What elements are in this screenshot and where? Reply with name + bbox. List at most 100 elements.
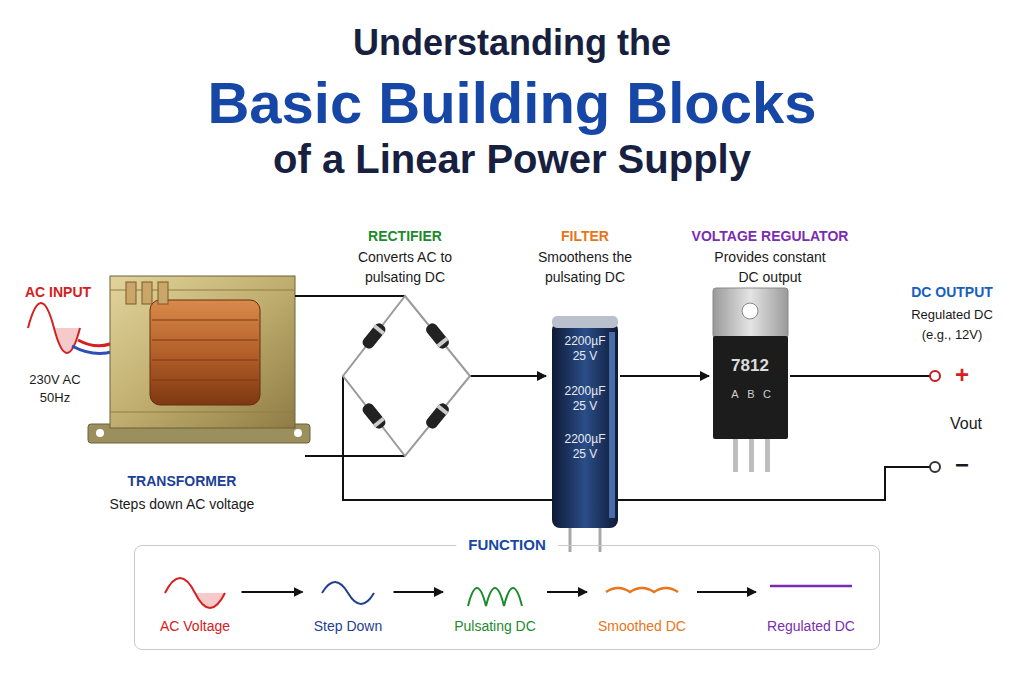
terminal — [142, 282, 152, 304]
diode-symbol — [361, 321, 388, 350]
title-line: Understanding the — [62, 22, 962, 64]
capacitor-symbol — [552, 316, 618, 552]
tab-hole — [742, 303, 758, 319]
block-heading: AC INPUT — [8, 283, 108, 301]
ac-wave — [28, 303, 80, 353]
voltage-rating: 25 V — [554, 349, 616, 363]
diode-band — [373, 324, 385, 335]
capacitor-lead — [569, 526, 572, 552]
step-label: AC Voltage — [160, 617, 230, 635]
polarity-sign: + — [950, 362, 974, 388]
step-label: Pulsating DC — [454, 617, 536, 635]
capacitance-value: 2200µF — [554, 384, 616, 398]
terminal — [126, 282, 136, 304]
ac-wave-icon — [165, 578, 225, 608]
block-description: Steps down AC voltage — [87, 495, 277, 513]
voltage-rating: 25 V — [554, 447, 616, 461]
capacitor-stripe — [609, 332, 615, 518]
diode-body — [424, 321, 451, 350]
diode-symbol — [361, 401, 388, 430]
heatsink-tab — [713, 288, 788, 338]
smoothed-wave-icon — [606, 588, 678, 592]
lamination — [110, 290, 295, 291]
mounting-hole — [294, 429, 302, 437]
block-description: Regulated DC (e.g., 12V) — [899, 305, 1005, 345]
flow-arrow — [547, 591, 587, 593]
output-terminal — [930, 462, 940, 472]
output-voltage-name: Vout — [941, 414, 991, 434]
function-step: Step Down — [308, 567, 389, 639]
pin-name: B — [744, 388, 758, 401]
block-description: Smoothens the pulsating DC — [523, 247, 647, 287]
diode-band — [437, 404, 449, 415]
mounting-hole — [96, 429, 104, 437]
winding — [152, 320, 258, 321]
winding — [152, 360, 258, 361]
part-number: 7812 — [715, 356, 785, 376]
regulator-symbol — [713, 288, 788, 472]
terminal — [158, 282, 168, 304]
diode-symbol — [424, 401, 451, 430]
capacitor-top — [552, 316, 618, 328]
flow-arrow — [697, 591, 756, 593]
output-terminal — [930, 371, 940, 381]
regulated-line-icon — [770, 585, 852, 588]
wire — [790, 375, 930, 377]
bridge-rectifier-symbol — [343, 296, 470, 456]
flow-arrow — [394, 591, 444, 593]
block-heading: FILTER — [525, 227, 645, 245]
block-description: Provides constant DC output — [706, 247, 834, 287]
flow-arrow — [242, 591, 303, 593]
regulator-leg — [749, 438, 754, 472]
pin-name: A — [728, 388, 742, 401]
function-step: AC Voltage — [154, 567, 237, 639]
block-heading: DC OUTPUT — [892, 283, 1012, 301]
polarity-sign: − — [950, 452, 974, 478]
diode-band — [373, 417, 385, 428]
input-rating: 230V AC 50Hz — [23, 371, 87, 407]
capacitor-lead — [599, 526, 602, 552]
function-step: Regulated DC — [761, 567, 861, 639]
voltage-rating: 25 V — [554, 399, 616, 413]
block-heading: VOLTAGE REGULATOR — [670, 227, 870, 245]
pin-name: C — [760, 388, 774, 401]
function-panel: FUNCTIONAC VoltageStep DownPulsating DCS… — [134, 545, 880, 650]
diode-body — [361, 401, 388, 430]
step-label: Step Down — [314, 617, 382, 635]
function-step: Smoothed DC — [592, 567, 692, 639]
capacitor-body — [552, 322, 618, 528]
transformer-symbol — [88, 276, 310, 443]
title-line: of a Linear Power Supply — [62, 136, 962, 182]
winding — [152, 380, 258, 381]
block-description: Converts AC to pulsating DC — [343, 247, 467, 287]
coil — [150, 300, 260, 405]
winding — [152, 340, 258, 341]
pulsating-wave-icon — [468, 588, 522, 606]
diode-band — [437, 337, 449, 348]
wire — [295, 295, 405, 297]
block-heading: TRANSFORMER — [102, 472, 262, 490]
bridge-wire — [343, 296, 470, 456]
step-label: Regulated DC — [767, 617, 855, 635]
regulator-leg — [733, 438, 738, 472]
panel-heading: FUNCTION — [456, 535, 558, 555]
regulator-body — [713, 336, 788, 439]
lamination — [110, 412, 295, 413]
capacitance-value: 2200µF — [554, 334, 616, 348]
return-wire — [343, 376, 930, 500]
step-down-wave-icon — [322, 582, 374, 604]
step-label: Smoothed DC — [598, 617, 686, 635]
function-step: Pulsating DC — [448, 567, 542, 639]
transformer-core — [110, 276, 295, 428]
diode-body — [424, 401, 451, 430]
regulator-leg — [765, 438, 770, 472]
title: Basic Building Blocks — [12, 70, 1012, 136]
block-heading: RECTIFIER — [325, 227, 485, 245]
capacitance-value: 2200µF — [554, 432, 616, 446]
signal-arrow — [470, 375, 546, 377]
wire — [305, 455, 405, 457]
diode-body — [361, 321, 388, 350]
diode-symbol — [424, 321, 451, 350]
signal-arrow — [620, 375, 709, 377]
